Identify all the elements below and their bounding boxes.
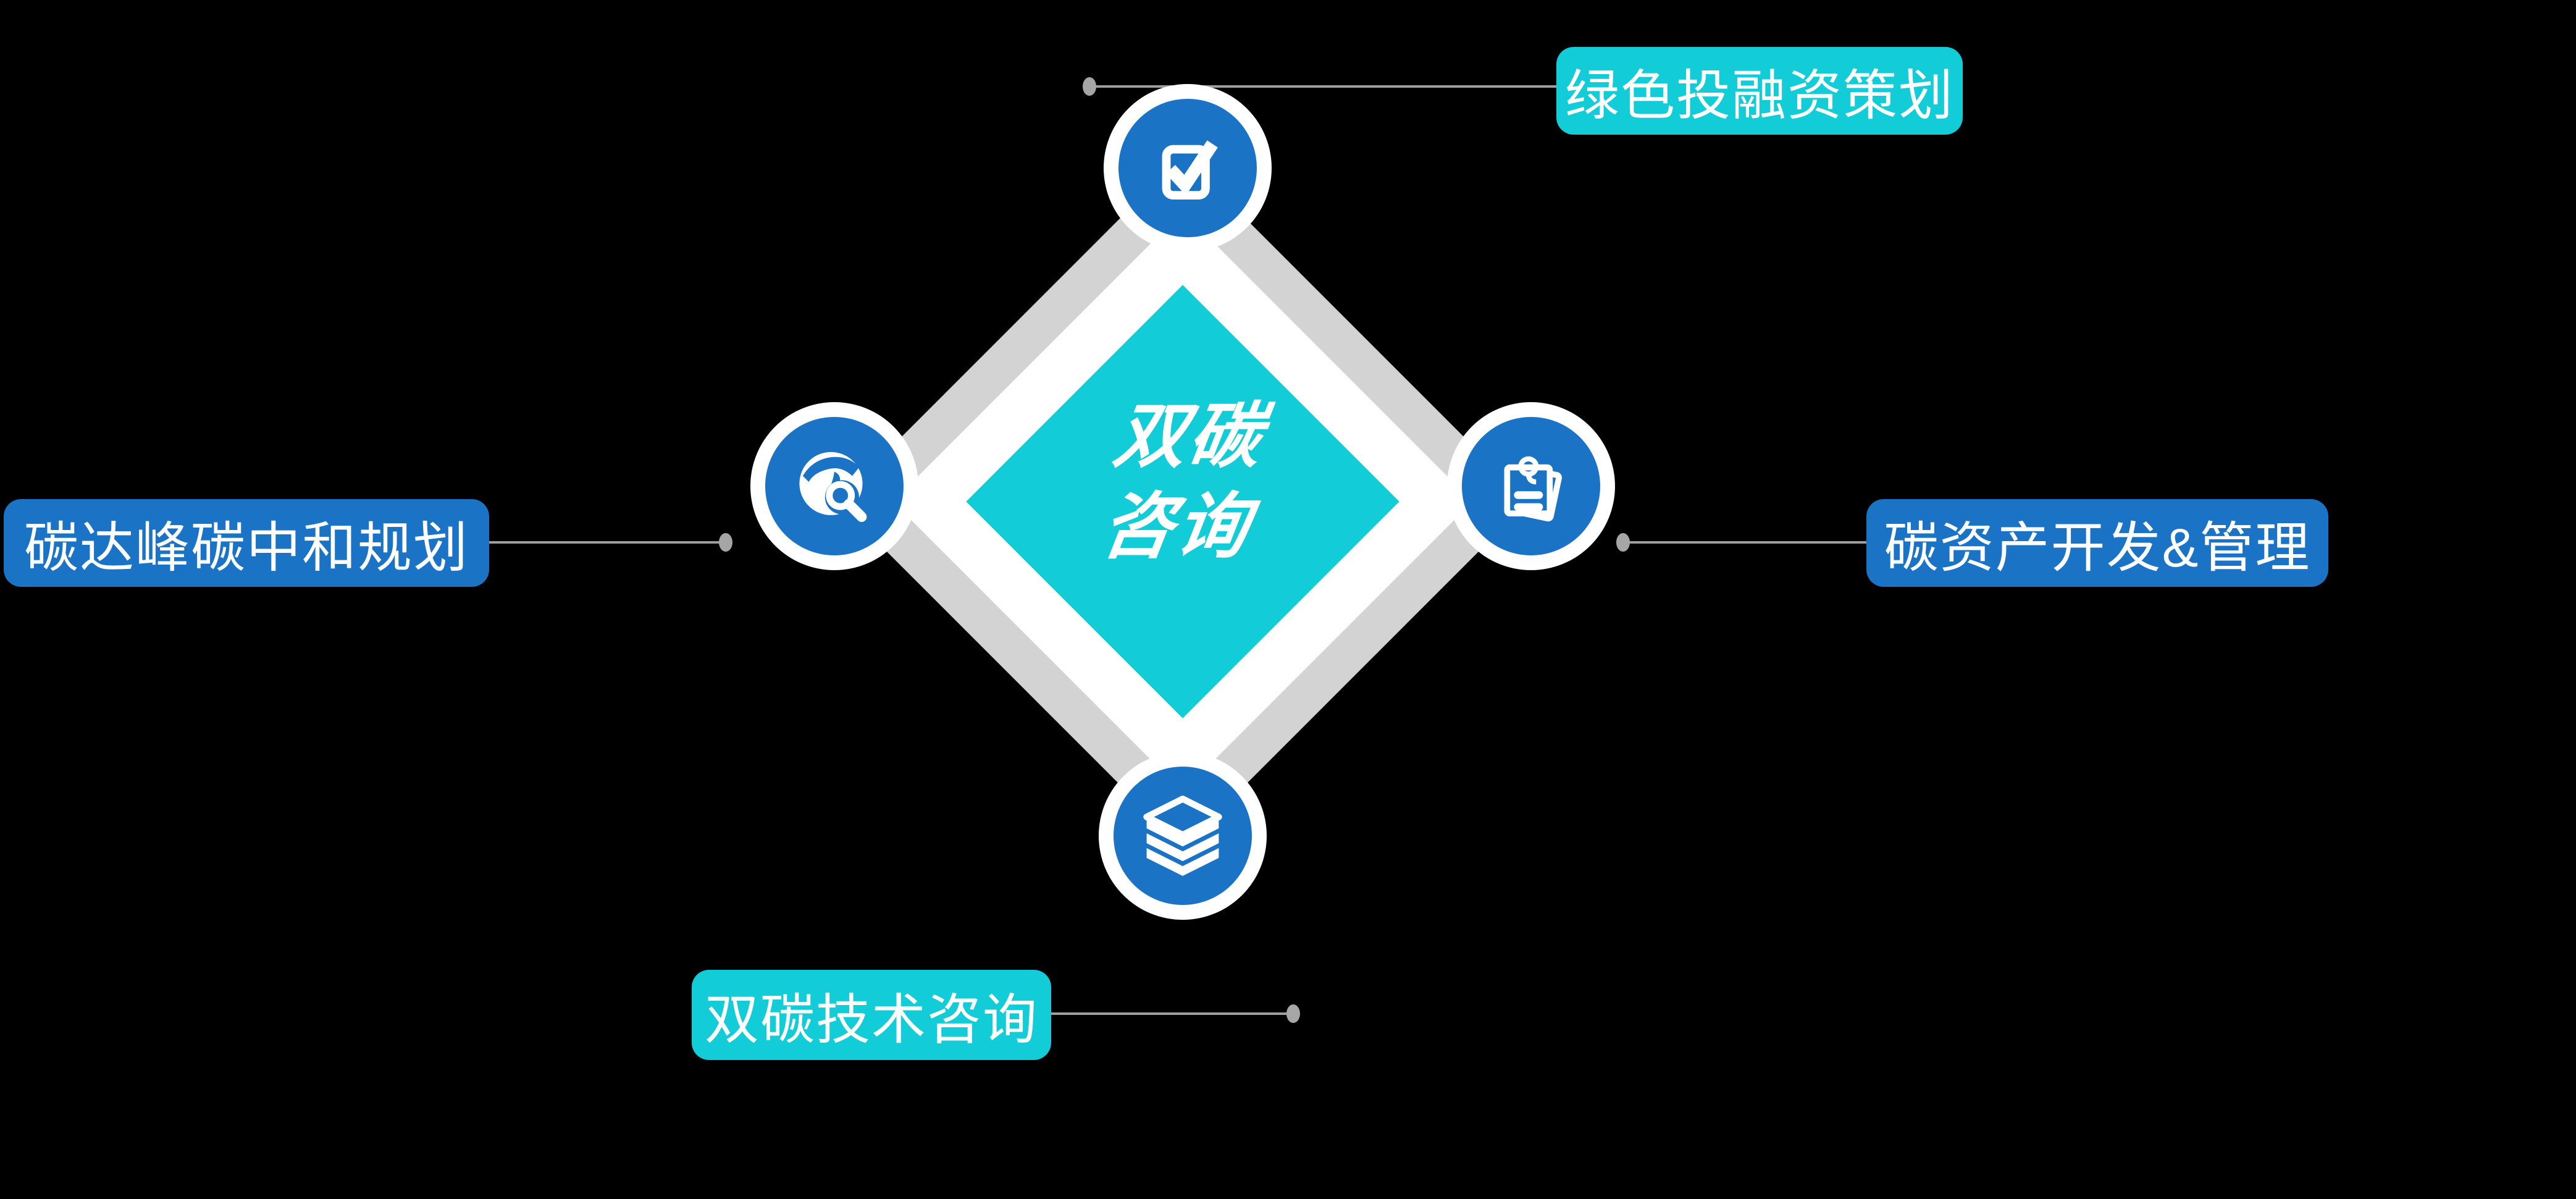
connector-dot-left [719,533,732,552]
node-circle-bottom [1099,752,1267,920]
globe-search-icon [799,452,867,522]
node-circle-right-inner [1462,417,1600,555]
books-icon [1143,795,1222,877]
node-circle-right [1447,402,1615,570]
connector-line-right [1623,541,1868,544]
connector-line-bottom [1050,1012,1293,1015]
connector-dot-right [1616,533,1630,552]
connector-line-left [488,541,726,544]
connector-dot-bottom [1286,1004,1300,1023]
clipboard-icon [1504,456,1563,522]
label-green-finance: 绿色投融资策划 [1556,47,1963,135]
center-title-line2: 咨询 [1096,486,1256,567]
center-title-line1: 双碳 [1109,396,1269,476]
label-carbon-asset: 碳资产开发&管理 [1866,499,2328,587]
label-carbon-planning: 碳达峰碳中和规划 [4,499,489,587]
node-circle-top [1104,84,1272,252]
connector-line-top [1089,85,1558,88]
checkbox-icon [1162,140,1218,200]
node-circle-left-inner [765,417,904,555]
connector-dot-top [1083,77,1096,96]
node-circle-bottom-inner [1114,767,1252,905]
node-circle-top-inner [1118,99,1257,237]
label-tech-consulting: 双碳技术咨询 [692,970,1051,1060]
center-title: 双碳 咨询 [984,391,1380,571]
node-circle-left [750,402,918,570]
